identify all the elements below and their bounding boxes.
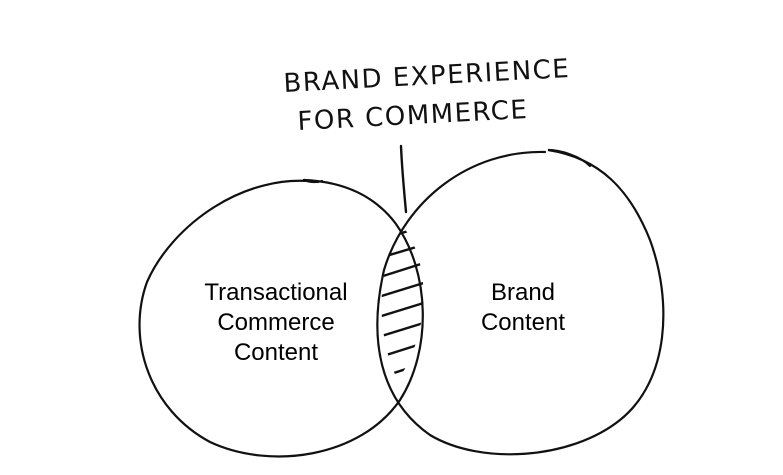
right-label-line-2: Content <box>481 309 565 336</box>
left-label-line-3: Content <box>234 339 318 366</box>
right-circle-label: Brand Content <box>481 279 565 336</box>
left-circle-label: Transactional Commerce Content <box>204 279 347 366</box>
right-circle <box>376 148 665 456</box>
annotation-pointer <box>399 144 408 214</box>
intersection-hatch <box>381 228 424 380</box>
annotation-line-2: FOR COMMERCE <box>297 95 529 137</box>
annotation: BRAND EXPERIENCE FOR COMMERCE <box>283 54 571 137</box>
left-circle <box>138 178 424 458</box>
right-label-line-1: Brand <box>491 279 555 306</box>
annotation-line-1: BRAND EXPERIENCE <box>283 54 571 99</box>
left-label-line-2: Commerce <box>217 309 334 336</box>
left-label-line-1: Transactional <box>204 279 347 306</box>
